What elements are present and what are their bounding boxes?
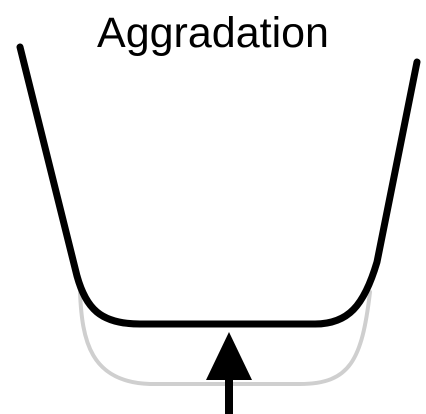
- diagram-title: Aggradation: [97, 9, 329, 57]
- aggraded-channel-profile: [16, 43, 421, 328]
- upward-arrow-icon: [206, 332, 252, 414]
